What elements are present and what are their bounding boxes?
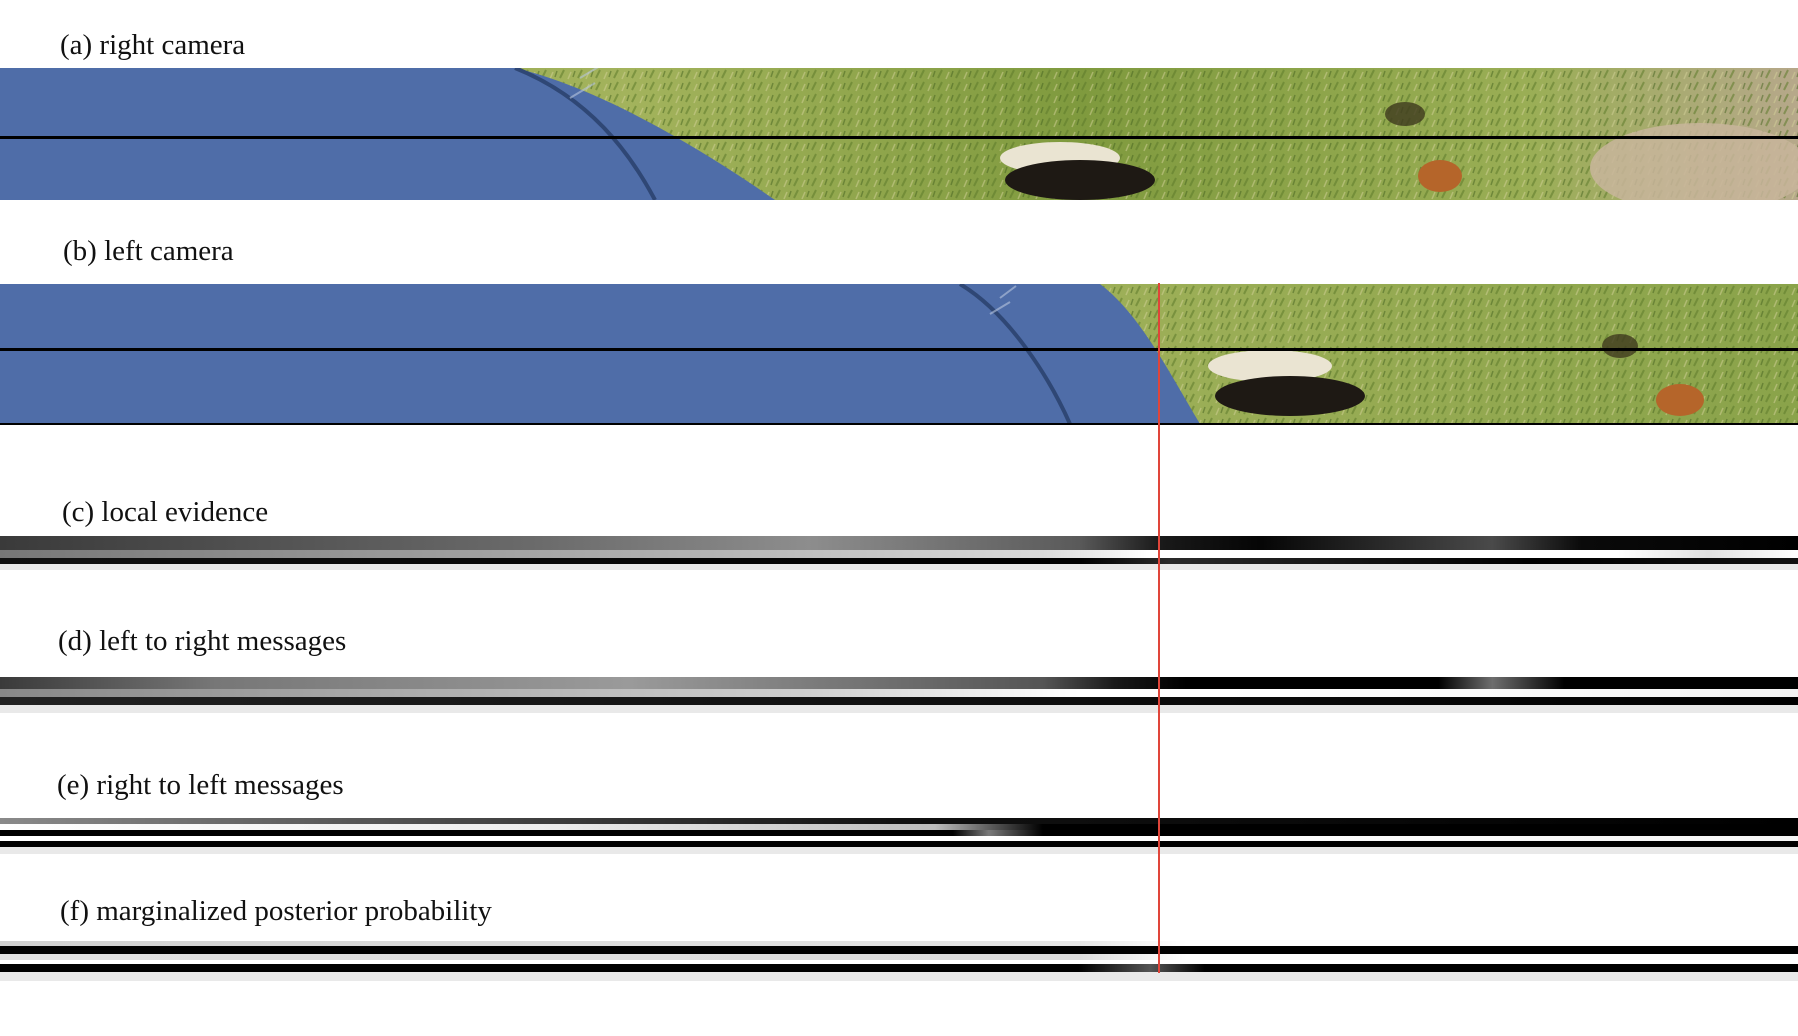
panel-d-label: (d) left to right messages: [58, 625, 347, 657]
right-to-left-bar: [0, 818, 1798, 854]
disparity-marker-line: [1158, 283, 1160, 973]
left-camera-bottom-border: [0, 423, 1798, 425]
left-to-right-pad: [0, 705, 1798, 713]
posterior-bar: [0, 941, 1798, 981]
panel-b-label: (b) left camera: [63, 235, 234, 267]
posterior-row-2: [0, 946, 1798, 954]
right-camera-scanline: [0, 136, 1798, 139]
posterior-row-3: [0, 954, 1798, 960]
left-to-right-row-2: [0, 689, 1798, 697]
right-to-left-row-4: [0, 836, 1798, 841]
left-camera-image: [0, 284, 1798, 424]
posterior-pad: [0, 972, 1798, 981]
left-camera-scanline: [0, 348, 1798, 351]
posterior-row-1: [0, 941, 1798, 946]
panel-f-label: (f) marginalized posterior probability: [60, 895, 492, 927]
left-to-right-row-3: [0, 697, 1798, 705]
local-evidence-bar: [0, 536, 1798, 570]
local-evidence-row-1: [0, 536, 1798, 550]
posterior-row-5: [0, 964, 1798, 972]
right-to-left-row-3: [0, 830, 1798, 836]
right-to-left-row-2: [0, 824, 1798, 830]
right-camera-image: [0, 68, 1798, 200]
posterior-row-4: [0, 960, 1798, 964]
left-to-right-row-1: [0, 677, 1798, 689]
left-to-right-bar: [0, 677, 1798, 713]
right-to-left-row-1: [0, 818, 1798, 824]
right-to-left-pad: [0, 847, 1798, 854]
local-evidence-pad: [0, 564, 1798, 570]
right-to-left-row-5: [0, 841, 1798, 847]
panel-e-label: (e) right to left messages: [57, 769, 344, 801]
right-camera-scene: [0, 68, 1798, 200]
local-evidence-row-2: [0, 550, 1798, 558]
panel-c-label: (c) local evidence: [62, 496, 269, 528]
local-evidence-row-3: [0, 558, 1798, 564]
left-camera-scene: [0, 284, 1798, 424]
panel-a-label: (a) right camera: [60, 29, 246, 61]
